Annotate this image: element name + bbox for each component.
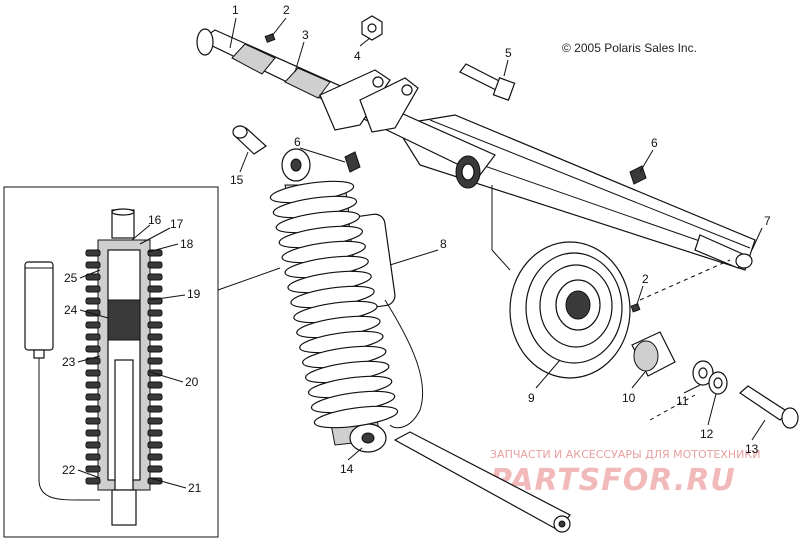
inset-coil-left <box>85 345 101 353</box>
callout-10: 10 <box>622 391 636 405</box>
inset-coil-left <box>85 321 101 329</box>
wheel-bore <box>565 290 591 320</box>
rail-axle <box>196 28 756 271</box>
callout-1: 1 <box>232 3 239 17</box>
inset-coil-right <box>147 321 163 329</box>
inset-coil-right <box>147 393 163 401</box>
inset-coil-left <box>85 297 101 305</box>
inset-coil-right <box>147 345 163 353</box>
inset-coil-right <box>147 273 163 281</box>
callouts: 1 2 3 4 5 6 6 7 8 2 9 10 11 12 13 14 15 … <box>62 3 771 495</box>
inset-coil-right <box>147 405 163 413</box>
callout-8: 8 <box>440 237 447 251</box>
lower-shaft <box>393 431 571 533</box>
callout-12: 12 <box>700 427 714 441</box>
axle-end <box>196 28 214 56</box>
callout-6-left: 6 <box>294 135 301 149</box>
sleeve-3 <box>231 43 276 75</box>
callout-4: 4 <box>354 49 361 63</box>
callout-14: 14 <box>340 462 354 476</box>
callout-19: 19 <box>187 287 201 301</box>
inset-coil-left <box>85 465 101 473</box>
callout-20: 20 <box>185 375 199 389</box>
inset-connector <box>217 267 281 291</box>
inset-coil-left <box>85 285 101 293</box>
callout-5: 5 <box>505 46 512 60</box>
callout-11: 11 <box>676 394 689 408</box>
callout-13: 13 <box>745 442 759 456</box>
inset-coil-right <box>147 261 163 269</box>
callout-3: 3 <box>302 28 309 42</box>
bolt-13 <box>739 385 789 421</box>
spring-coil <box>313 405 399 429</box>
callout-2-top: 2 <box>283 3 290 17</box>
inset-coil-right <box>147 285 163 293</box>
callout-6-right: 6 <box>651 136 658 150</box>
watermark-line1: ЗАПЧАСТИ И АКСЕССУАРЫ ДЛЯ МОТОТЕХНИКИ <box>490 448 760 461</box>
watermark-line2: PARTSFOR.RU <box>490 463 736 498</box>
callout-16: 16 <box>148 213 162 227</box>
inset-coil-left <box>85 477 101 485</box>
inset-view <box>3 186 219 538</box>
spring <box>269 180 399 429</box>
callout-25: 25 <box>64 271 78 285</box>
inset-spring <box>85 249 163 485</box>
inset-piston <box>107 299 141 341</box>
idler-wheel <box>509 241 799 429</box>
shock-absorber <box>269 148 424 453</box>
inset-coil-left <box>85 381 101 389</box>
callout-23: 23 <box>62 355 76 369</box>
inset-coil-right <box>147 249 163 257</box>
leader-lines <box>77 17 766 489</box>
inset-coil-left <box>85 453 101 461</box>
inset-coil-left <box>85 249 101 257</box>
inset-coil-right <box>147 441 163 449</box>
lower-shaft-rod <box>393 431 571 531</box>
inset-frame <box>3 186 219 538</box>
callout-9: 9 <box>528 391 535 405</box>
inset-coil-right <box>147 333 163 341</box>
inset-coil-left <box>85 441 101 449</box>
callout-15: 15 <box>230 173 244 187</box>
grease-fitting-6a <box>344 151 361 173</box>
grease-fitting-6b <box>629 165 647 185</box>
inset-coil-left <box>85 405 101 413</box>
inset-coil-left <box>85 393 101 401</box>
inset-coil-right <box>147 465 163 473</box>
inset-coil-left <box>85 333 101 341</box>
inset-reservoir <box>24 261 54 351</box>
callout-21: 21 <box>188 481 202 495</box>
callout-18: 18 <box>180 237 194 251</box>
callout-22: 22 <box>62 463 76 477</box>
callout-24: 24 <box>64 303 78 317</box>
inset-coil-right <box>147 453 163 461</box>
inset-coil-left <box>85 273 101 281</box>
inset-coil-left <box>85 429 101 437</box>
inset-coil-right <box>147 309 163 317</box>
inset-coil-right <box>147 357 163 365</box>
inset-coil-left <box>85 261 101 269</box>
callout-17: 17 <box>170 217 184 231</box>
callout-7: 7 <box>764 214 771 228</box>
watermark: ЗАПЧАСТИ И АКСЕССУАРЫ ДЛЯ МОТОТЕХНИКИ PA… <box>490 448 760 498</box>
inset-coil-right <box>147 417 163 425</box>
pin-2-lower <box>630 303 641 313</box>
inset-coil-left <box>85 369 101 377</box>
inset-coil-left <box>85 417 101 425</box>
inset-coil-right <box>147 381 163 389</box>
copyright-text: © 2005 Polaris Sales Inc. <box>562 41 697 55</box>
inset-coil-right <box>147 429 163 437</box>
callout-2-lower: 2 <box>642 272 649 286</box>
rail-end-7 <box>735 253 753 269</box>
